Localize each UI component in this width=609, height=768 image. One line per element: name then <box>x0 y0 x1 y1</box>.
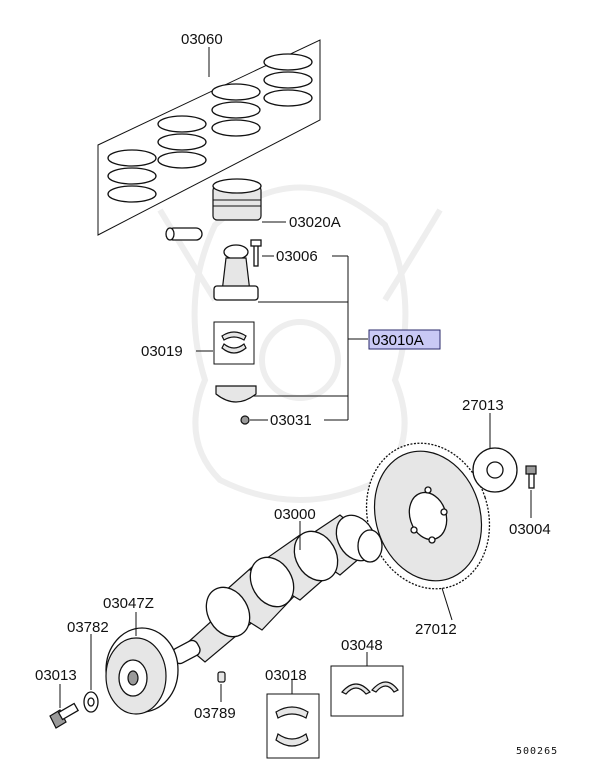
pulley-washer[interactable]: 03782 <box>67 619 109 713</box>
flywheel-plate[interactable]: 27013 <box>462 397 518 493</box>
label-27012: 27012 <box>415 621 457 638</box>
flywheel[interactable]: 27012 <box>348 427 508 638</box>
piston-rings-set[interactable]: 03060 <box>97 31 321 236</box>
label-03019: 03019 <box>141 343 183 360</box>
diagram-reference-number: 500265 <box>516 746 558 757</box>
label-03031: 03031 <box>270 412 312 429</box>
label-03060: 03060 <box>181 31 223 48</box>
crankshaft-pulley[interactable]: 03047Z <box>103 595 179 715</box>
label-03789: 03789 <box>194 705 236 722</box>
piston-pin <box>165 227 203 241</box>
ring-stack-2 <box>157 115 207 169</box>
label-27013: 27013 <box>462 397 504 414</box>
main-bearing[interactable]: 03018 <box>265 667 320 759</box>
highlighted-part-03010a[interactable]: 03010A <box>368 329 441 350</box>
crankshaft[interactable]: 03000 <box>170 506 384 666</box>
woodruff-key[interactable]: 03789 <box>194 671 236 722</box>
label-03004: 03004 <box>509 521 551 538</box>
conrod-nut[interactable]: 03031 <box>240 412 348 429</box>
label-03048: 03048 <box>341 637 383 654</box>
label-03782: 03782 <box>67 619 109 636</box>
ring-stack-3 <box>211 83 261 137</box>
label-03047z: 03047Z <box>103 595 154 612</box>
label-03010a: 03010A <box>372 332 424 349</box>
ring-stack-4 <box>263 53 313 107</box>
label-03000: 03000 <box>274 506 316 523</box>
flywheel-bolt[interactable]: 03004 <box>509 465 551 538</box>
label-03006: 03006 <box>276 248 318 265</box>
pulley-bolt[interactable]: 03013 <box>35 667 80 729</box>
piston[interactable]: 03020A <box>165 178 341 241</box>
connecting-rod[interactable] <box>213 244 259 301</box>
assembly-bracket <box>248 256 368 420</box>
ring-stack-1 <box>107 149 157 203</box>
conrod-bearing[interactable]: 03019 <box>141 321 255 365</box>
connecting-rod-bolt[interactable] <box>250 239 262 267</box>
label-03020a: 03020A <box>289 214 341 231</box>
label-03018: 03018 <box>265 667 307 684</box>
connecting-rod-cap[interactable] <box>215 385 257 403</box>
thrust-bearing[interactable]: 03048 <box>330 637 404 717</box>
label-03013: 03013 <box>35 667 77 684</box>
